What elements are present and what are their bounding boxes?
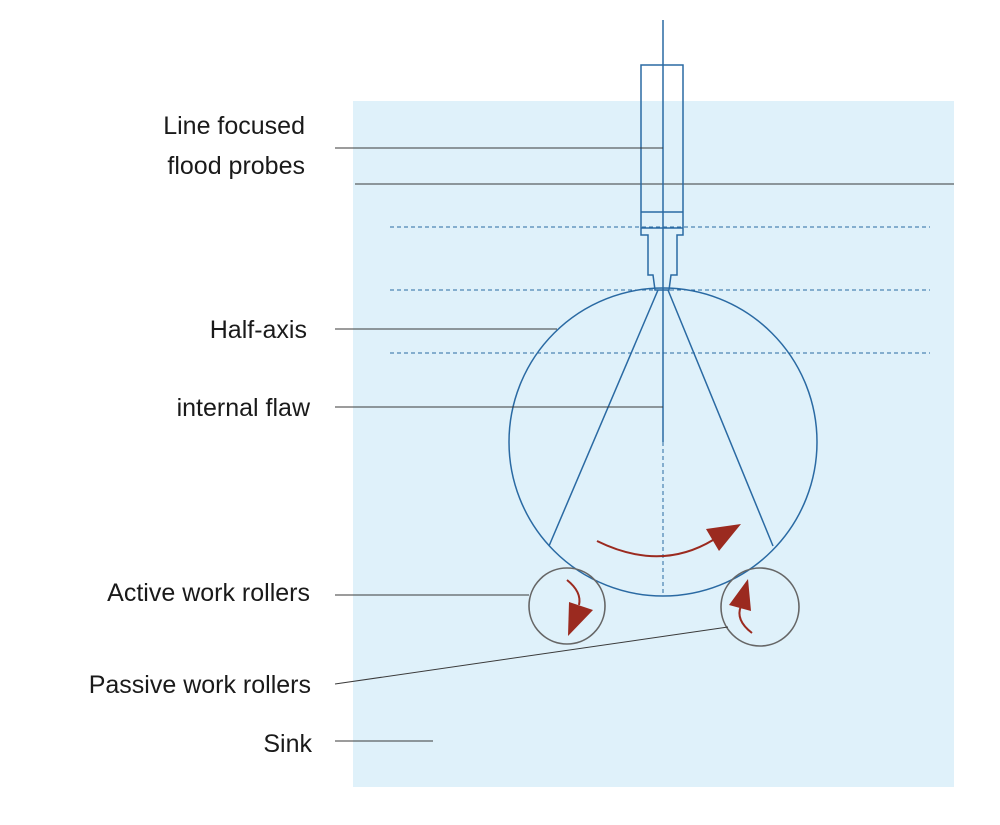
passive-work-roller <box>720 567 800 647</box>
beam-left <box>548 289 659 547</box>
active-work-roller <box>528 567 606 645</box>
label-passive-rollers: Passive work rollers <box>89 671 311 699</box>
label-active-rollers: Active work rollers <box>107 579 310 607</box>
label-probe-line2: flood probes <box>167 152 305 180</box>
active-roller-rotation-arrow <box>566 579 593 636</box>
label-internal-flaw: internal flaw <box>177 394 311 422</box>
flood-probe <box>640 64 684 291</box>
water-tank <box>353 101 954 787</box>
label-sink: Sink <box>263 730 312 758</box>
label-probe-line1: Line focused <box>163 112 305 140</box>
label-half-axis: Half-axis <box>210 316 307 344</box>
passive-roller-leader-line <box>334 626 729 685</box>
passive-roller-rotation-arrow <box>729 579 753 634</box>
shaft-rotation-arrow <box>596 524 741 558</box>
beam-right <box>667 289 774 547</box>
